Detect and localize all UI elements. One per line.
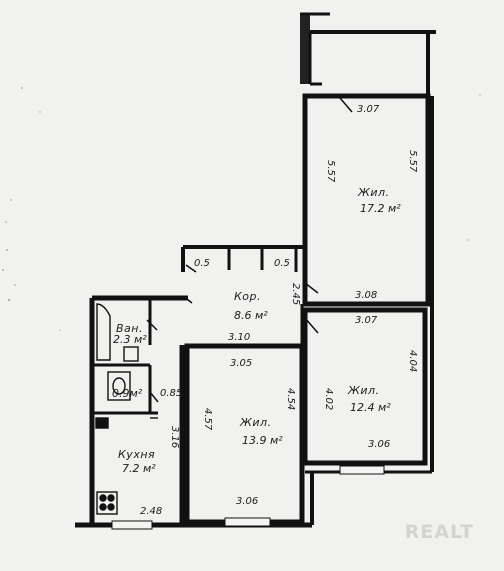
corridor-area: 8.6 м² bbox=[234, 309, 268, 322]
loggia bbox=[300, 12, 436, 96]
living-right-bottom-dim: 3.06 bbox=[368, 439, 390, 450]
living-mid-right-dim: 4.54 bbox=[285, 388, 296, 410]
fixtures bbox=[95, 303, 158, 515]
wc-area: 0.9м² bbox=[112, 387, 143, 400]
living-large-bottom-dim: 3.08 bbox=[355, 290, 377, 301]
closet-left-dim: 0.5 bbox=[194, 258, 210, 269]
living-mid-name: Жил. bbox=[239, 416, 272, 429]
living-mid-top-dim: 3.05 bbox=[230, 358, 252, 369]
walls bbox=[75, 93, 434, 528]
washbasin bbox=[123, 346, 139, 362]
living-right-right-dim: 4.04 bbox=[407, 350, 418, 372]
corridor-side-dim: 2.45 bbox=[290, 283, 301, 305]
toilet-bowl bbox=[112, 377, 126, 395]
living-right-area: 12.4 м² bbox=[350, 401, 391, 414]
kitchen-side-dim: 3.16 bbox=[169, 426, 180, 448]
living-right-top-dim: 3.07 bbox=[355, 315, 378, 326]
living-large-name: Жил. bbox=[357, 186, 390, 199]
kitchen-area: 7.2 м² bbox=[122, 462, 156, 475]
living-mid-left-dim: 4.57 bbox=[202, 408, 213, 431]
corridor-name: Кор. bbox=[234, 290, 261, 303]
living-large-right-dim: 5.57 bbox=[407, 150, 418, 173]
toilet-fixture bbox=[107, 371, 131, 401]
doors bbox=[146, 97, 353, 403]
closet-right-dim: 0.5 bbox=[274, 258, 290, 269]
kitchen-sink bbox=[95, 417, 109, 429]
bathtub bbox=[96, 303, 111, 361]
loggia-width-label: 3.07 bbox=[357, 104, 380, 115]
living-mid-area: 13.9 м² bbox=[242, 434, 283, 447]
windows bbox=[111, 465, 385, 530]
living-large-area: 17.2 м² bbox=[360, 202, 401, 215]
watermark-logo: REALT bbox=[404, 521, 474, 543]
living-mid-top-outer-dim: 3.10 bbox=[228, 332, 250, 343]
living-large-left-dim: 5.57 bbox=[325, 160, 336, 183]
stove bbox=[96, 491, 118, 515]
living-right-left-dim: 4.02 bbox=[323, 388, 334, 410]
wc-dim: 0.85 bbox=[160, 388, 182, 399]
living-right-name: Жил. bbox=[347, 384, 380, 397]
bath-name: Ван. bbox=[116, 322, 143, 335]
kitchen-bottom-dim: 2.48 bbox=[140, 506, 162, 517]
kitchen-name: Кухня bbox=[118, 448, 155, 461]
scan-noise bbox=[2, 87, 481, 331]
bath-area: 2.3 м² bbox=[113, 333, 147, 346]
living-mid-bottom-dim: 3.06 bbox=[236, 496, 258, 507]
